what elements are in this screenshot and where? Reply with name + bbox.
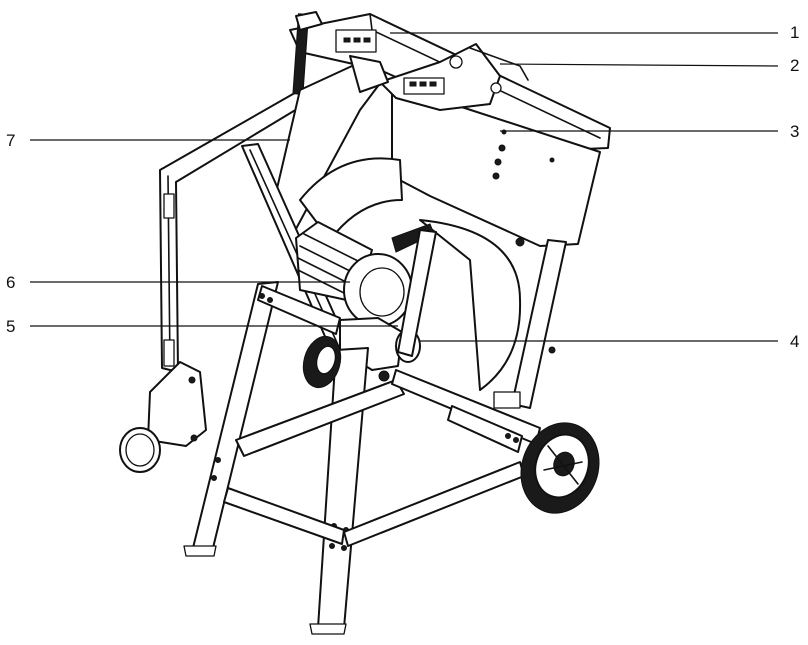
motor-icon: [295, 221, 435, 327]
callout-3: 3: [790, 122, 799, 141]
dust-outlet-icon: [119, 361, 207, 473]
callout-2: 2: [790, 56, 799, 75]
leader-2: [499, 63, 779, 67]
saw-blade: [419, 219, 522, 391]
wheel-axle: [447, 346, 556, 453]
callout-1: 1: [790, 23, 799, 42]
rear-wheel-icon: [302, 335, 342, 389]
callout-6: 6: [6, 273, 15, 292]
callout-7: 7: [6, 131, 15, 150]
callout-4: 4: [790, 332, 799, 351]
saw-bench-illustration: [119, 11, 611, 635]
callout-leaders: [30, 32, 779, 342]
lever-bracket-icon: [379, 43, 529, 111]
wheel-icon: [520, 422, 600, 514]
stand-legs: [183, 229, 567, 635]
top-guard-handle-icon: [292, 11, 377, 95]
callout-labels: 1 2 3 4 5 6 7: [6, 23, 799, 351]
callout-5: 5: [6, 317, 15, 336]
